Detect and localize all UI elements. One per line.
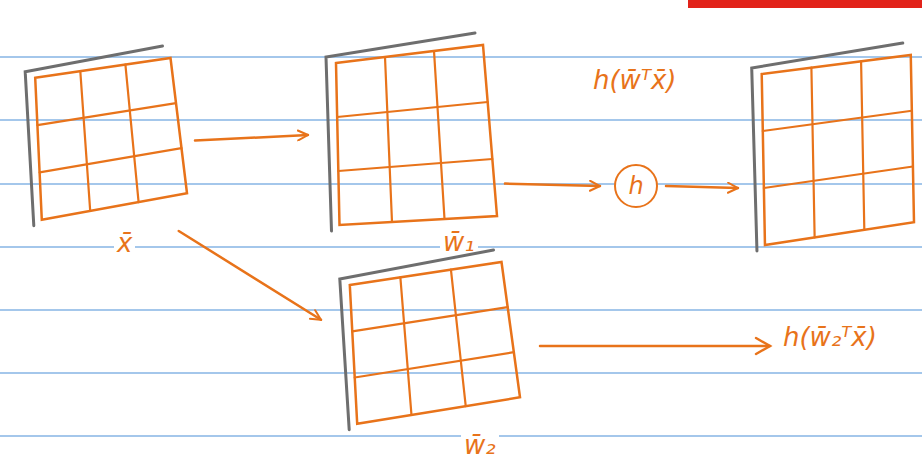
matrix-grid: h(w̄ᵀx̄) bbox=[752, 55, 914, 245]
flow-arrow bbox=[195, 135, 308, 141]
leader-arrow bbox=[540, 338, 770, 354]
matrix-grid: x̄ bbox=[22, 58, 187, 223]
matrix-grid: w̄₂ bbox=[335, 262, 520, 427]
matrix-label: w̄₂ bbox=[461, 430, 499, 461]
flow-arrow bbox=[505, 184, 600, 186]
grid-outline bbox=[335, 262, 520, 427]
output-label: h(w̄₂ᵀx̄) bbox=[780, 322, 880, 353]
flow-arrow bbox=[179, 231, 321, 320]
grid-outline bbox=[752, 55, 914, 245]
matrix-label: x̄ bbox=[114, 228, 135, 259]
grid-outline bbox=[22, 58, 187, 223]
matrix-label: h(w̄ᵀx̄) bbox=[590, 65, 679, 96]
grid-outline bbox=[322, 45, 497, 225]
flow-arrow bbox=[666, 186, 738, 188]
function-label: h bbox=[628, 174, 643, 198]
matrix-grid: w̄₁ bbox=[322, 45, 497, 225]
function-circle: h bbox=[614, 164, 658, 208]
